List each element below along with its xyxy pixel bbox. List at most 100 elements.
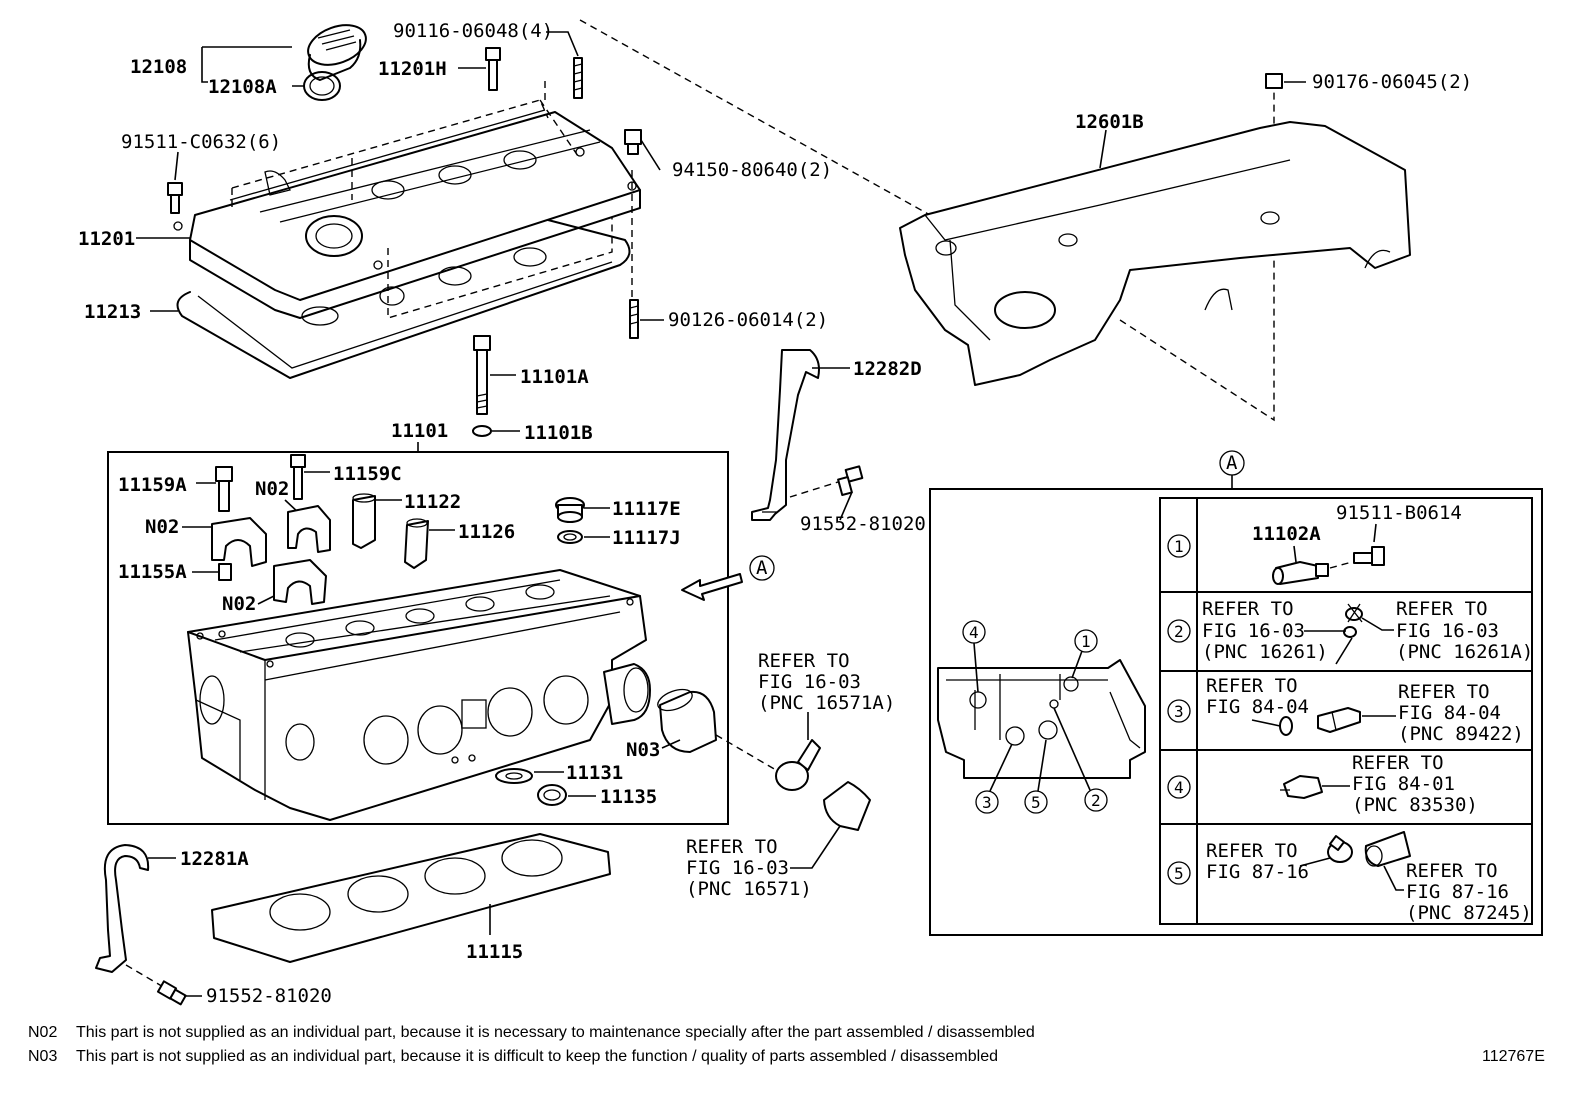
row3-right-l3: (PNC 89422): [1398, 723, 1524, 745]
row3-right-l1: REFER TO: [1398, 681, 1490, 703]
row5-num: 5: [1174, 864, 1184, 883]
row1-num: 1: [1174, 537, 1184, 556]
gasket-11131-icon[interactable]: [495, 768, 533, 784]
hose-clamp-16261-icon[interactable]: [1343, 603, 1363, 638]
hose-clamp-icon[interactable]: [775, 739, 821, 791]
head-bolt-11101a-icon[interactable]: [473, 335, 491, 415]
oil-filler-cap-icon[interactable]: [303, 18, 372, 81]
label-11201: 11201: [78, 228, 135, 250]
label-n02-low: N02: [222, 593, 256, 615]
seal-11135-icon[interactable]: [537, 784, 567, 806]
cylinder-head-cover-icon[interactable]: [173, 109, 641, 319]
row2-left-l3: (PNC 16261): [1202, 641, 1328, 663]
label-11101: 11101: [391, 420, 448, 442]
valve-guide-11126-icon[interactable]: [404, 518, 429, 569]
nut-94150-icon[interactable]: [624, 129, 642, 155]
row3-right-l2: FIG 84-04: [1398, 702, 1501, 724]
bolt-11159a-icon[interactable]: [215, 466, 233, 512]
engine-hanger-12282d-icon[interactable]: [751, 349, 820, 521]
label-n02-top: N02: [255, 478, 289, 500]
bolt-91511-icon[interactable]: [167, 182, 183, 214]
label-90126: 90126-06014(2): [668, 309, 828, 331]
label-11159C: 11159C: [333, 463, 402, 485]
cam-cap-icon-b[interactable]: [211, 517, 267, 567]
bolt-11201h-icon[interactable]: [485, 47, 501, 91]
refer-upper-l3: (PNC 16571A): [758, 692, 895, 714]
clamp-87-16-icon[interactable]: [1327, 835, 1353, 863]
oil-cap-gasket-icon[interactable]: [303, 71, 341, 101]
valve-guide-11122-icon[interactable]: [352, 493, 376, 549]
camshaft-position-sensor-icon[interactable]: [1272, 561, 1329, 585]
note-n03-code: N03: [28, 1048, 57, 1065]
nut-90176-icon[interactable]: [1265, 73, 1283, 89]
bolt-11159c-icon[interactable]: [290, 454, 306, 500]
cam-cap-icon-c[interactable]: [273, 559, 327, 605]
row4-right-l3: (PNC 83530): [1352, 794, 1478, 816]
oil-pressure-switch-icon[interactable]: [1280, 775, 1323, 799]
row5-left-l2: FIG 87-16: [1206, 861, 1309, 883]
row2-left-l2: FIG 16-03: [1202, 620, 1305, 642]
block-callout-4: 4: [969, 623, 979, 642]
row4-right-l2: FIG 84-01: [1352, 773, 1455, 795]
dowel-11155a-icon[interactable]: [218, 563, 232, 581]
row4-num: 4: [1174, 778, 1184, 797]
row4-right-l1: REFER TO: [1352, 752, 1444, 774]
row3-left-l2: FIG 84-04: [1206, 696, 1309, 718]
hose-87245-icon[interactable]: [1364, 831, 1411, 867]
cylinder-head-group: 11159A 11159C N02 N02 11155A N02: [118, 454, 775, 821]
refer-lower-l2: FIG 16-03: [686, 857, 789, 879]
block-callout-3: 3: [982, 793, 992, 812]
washer-11101b-icon[interactable]: [472, 425, 492, 437]
plug-11117e-icon[interactable]: [555, 497, 585, 523]
label-11115: 11115: [466, 941, 523, 963]
head-cover-gasket-icon[interactable]: [176, 219, 631, 379]
head-gasket-11115-icon[interactable]: [211, 833, 611, 963]
label-12282D: 12282D: [853, 358, 922, 380]
cylinder-head-icon[interactable]: [187, 569, 651, 821]
block-callouts: 4 1 3 5 2: [962, 620, 1108, 814]
row3-left-l1: REFER TO: [1206, 675, 1298, 697]
stud-90126-icon[interactable]: [629, 299, 639, 339]
row2-num: 2: [1174, 622, 1184, 641]
label-11131: 11131: [566, 762, 623, 784]
label-11101B: 11101B: [524, 422, 593, 444]
hose-icon[interactable]: [823, 781, 871, 831]
gasket-11117j-icon[interactable]: [557, 530, 583, 544]
label-11155A: 11155A: [118, 561, 187, 583]
label-11117J: 11117J: [612, 527, 681, 549]
cam-cap-icon-a[interactable]: [287, 505, 331, 553]
block-detail-icon[interactable]: [937, 659, 1146, 779]
bolt-91552-lower-icon[interactable]: [156, 980, 187, 1006]
row2-right-l1: REFER TO: [1396, 598, 1488, 620]
label-91552-upper: 91552-81020: [800, 513, 926, 535]
bolt-91511-b0614-icon[interactable]: [1353, 546, 1385, 566]
seal-n03-icon[interactable]: [655, 685, 717, 753]
note-n02-text: This part is not supplied as an individu…: [76, 1024, 1035, 1041]
engine-hanger-12281a-icon[interactable]: [95, 844, 150, 973]
label-11101A: 11101A: [520, 366, 589, 388]
row1-part: 11102A: [1252, 523, 1321, 545]
engine-cover-icon[interactable]: [899, 121, 1411, 386]
row5-left-l1: REFER TO: [1206, 840, 1298, 862]
label-n02-mid: N02: [145, 516, 179, 538]
label-11126: 11126: [458, 521, 515, 543]
cylinder-head-box: [107, 451, 729, 825]
label-90176: 90176-06045(2): [1312, 71, 1472, 93]
refer-lower-l3: (PNC 16571): [686, 878, 812, 900]
note-n03-text: This part is not supplied as an individu…: [76, 1048, 998, 1065]
stud-bolt-icon[interactable]: [573, 57, 583, 99]
label-n03: N03: [626, 739, 660, 761]
row5-right-l1: REFER TO: [1406, 860, 1498, 882]
refer-lower-l1: REFER TO: [686, 836, 778, 858]
bolt-91552-upper-icon[interactable]: [837, 465, 864, 497]
row2-left-l1: REFER TO: [1202, 598, 1294, 620]
label-11117E: 11117E: [612, 498, 681, 520]
callout-a: A: [756, 557, 768, 579]
detail-table: [1159, 497, 1533, 925]
temp-sensor-icon[interactable]: [1279, 707, 1361, 736]
refer-upper-l1: REFER TO: [758, 650, 850, 672]
label-11122: 11122: [404, 491, 461, 513]
note-n02-code: N02: [28, 1024, 57, 1041]
row5-right-l2: FIG 87-16: [1406, 881, 1509, 903]
callout-a-detail: A: [1226, 452, 1238, 474]
